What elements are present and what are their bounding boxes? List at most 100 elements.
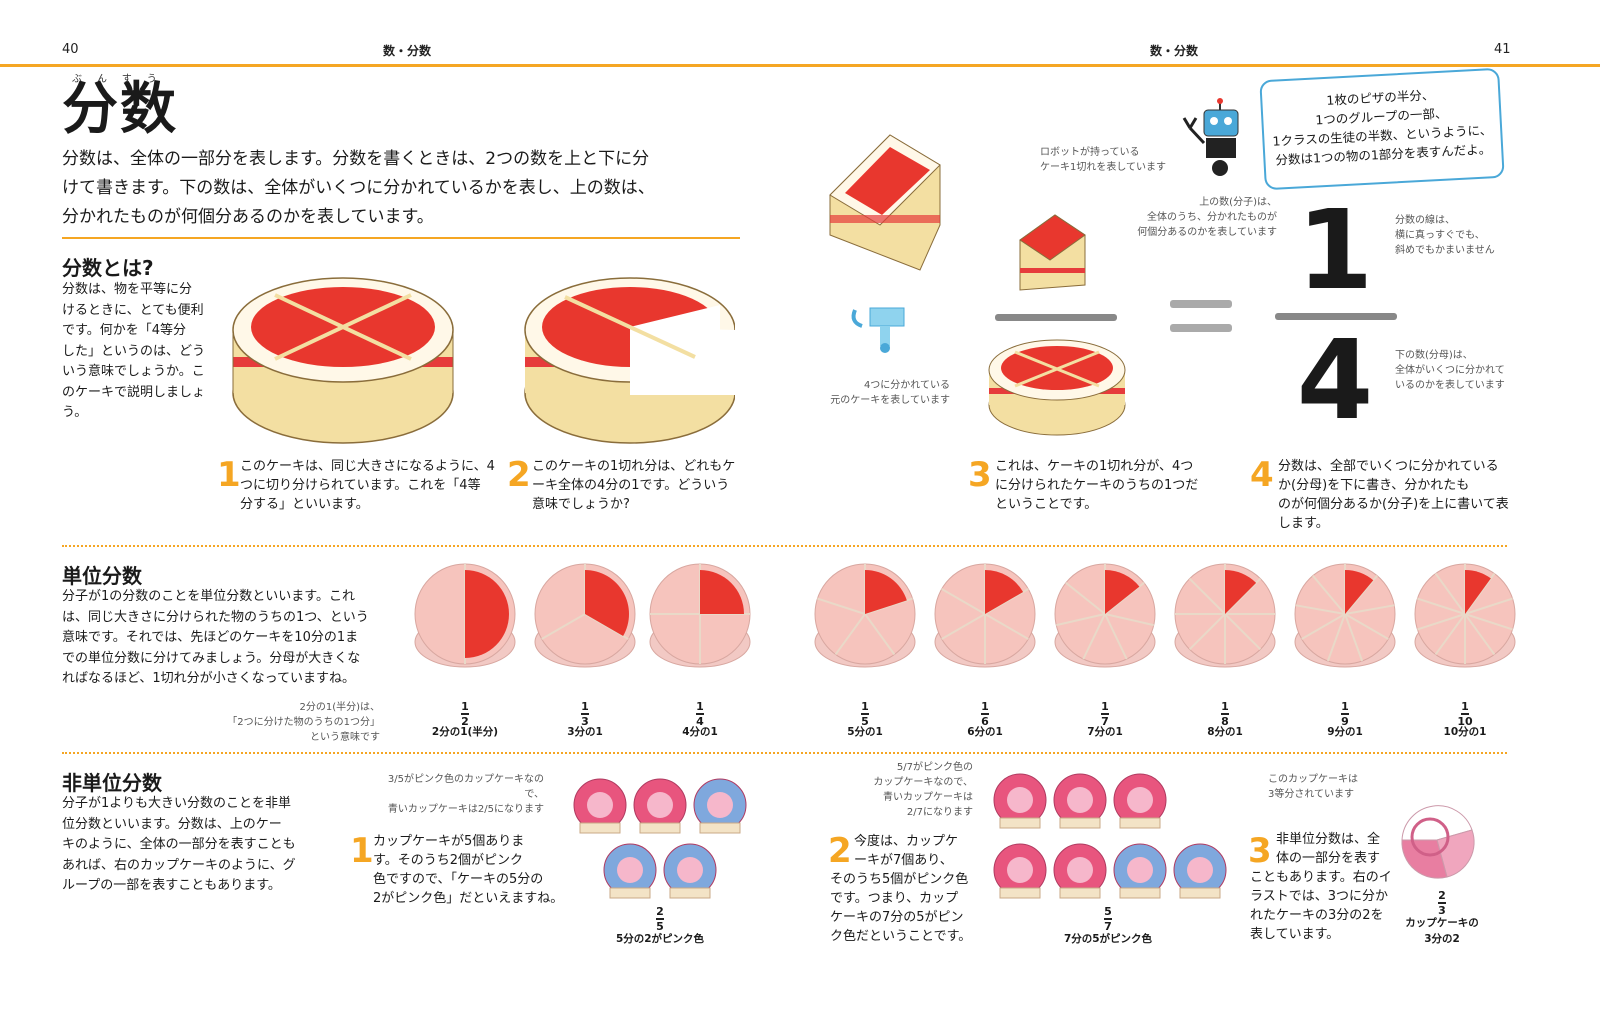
unit-body: 分子が1の分数のことを単位分数といいます。これ は、同じ大きさに分けられた物のう…	[62, 587, 382, 690]
numerator: 1	[581, 700, 589, 713]
numerator: 2	[1438, 889, 1446, 902]
denominator: 2	[461, 714, 469, 728]
robot-speech-bubble: 1枚のピザの半分、 1つのグループの一部、 1クラスの生徒の半数、というように、…	[1259, 67, 1505, 191]
step-line: こともあります。右のイ	[1250, 870, 1392, 885]
example-1-text: カップケーキが5個ありま す。そのうち2個がピンク 色ですので、「ケーキの5分の…	[373, 832, 573, 908]
equals-sign-bottom	[1170, 324, 1232, 332]
note-fraction-line: 分数の線は、 横に真っすぐでも、 斜めでもかまいません	[1395, 213, 1495, 258]
note-line: 何個分あるのかを表しています	[1137, 227, 1277, 238]
step-3-text: これは、ケーキの1切れ分が、4つ に分けられたケーキのうちの1つだ ということで…	[995, 457, 1225, 514]
blue-cupcake	[1173, 843, 1227, 899]
fraction-bar	[581, 713, 589, 715]
step-line: に分けられたケーキのうちの1つだ	[995, 478, 1199, 493]
denominator: 3	[581, 714, 589, 728]
highlighted-slice	[700, 570, 744, 614]
highlighted-slice	[1465, 570, 1491, 614]
cake-missing-slice-illustration	[524, 277, 735, 444]
equals-sign-top	[1170, 300, 1232, 308]
step-line: です。つまり、カップ	[830, 891, 959, 906]
title-ruby: ぶんすう	[72, 74, 172, 85]
unit-cake-7	[1054, 563, 1156, 668]
big-fraction-line	[1275, 313, 1397, 320]
example-1-label: 5分の2がピンク色	[615, 933, 705, 945]
highlighted-slice	[865, 570, 907, 614]
unit-fraction-label: 3分の1	[567, 726, 603, 738]
step-line: そのうち5個がピンク色	[830, 872, 969, 887]
numerator: 1	[1461, 700, 1469, 713]
step-line: 意味でしょうか?	[532, 497, 630, 512]
note-robot-slice: ロボットが持っている ケーキ1切れを表しています	[1040, 145, 1166, 175]
step-line: カップケーキが5個ありま	[373, 834, 525, 849]
note-whole-cake: 4つに分かれている 元のケーキを表しています	[830, 378, 950, 408]
what-body: 分数は、物を平等に分 けるときに、とても便利 です。何かを「4等分 した」という…	[62, 280, 212, 424]
note-line: 元のケーキを表しています	[830, 395, 950, 406]
step-line: します。	[1278, 516, 1329, 531]
text-line: での単位分数に分けてみましょう。分母が大きくな	[62, 650, 361, 666]
pink-cupcake	[633, 778, 687, 834]
big-denominator: 4	[1296, 316, 1374, 444]
numerator: 1	[1221, 700, 1229, 713]
text-line: 位分数といいます。分数は、上のケー	[62, 816, 282, 832]
step-line: ーキ全体の4分の1です。どういう	[532, 478, 730, 493]
step-line: ということです。	[995, 497, 1098, 512]
step-line: ケーキの7分の5がピン	[830, 910, 964, 925]
section-divider	[62, 237, 740, 239]
note-line: 全体のうち、分かれたものが	[1147, 212, 1277, 223]
section-header-left: 数・分数	[383, 44, 432, 58]
note-line: いるのかを表しています	[1395, 380, 1505, 391]
example-number: 3	[1248, 831, 1272, 871]
denominator: 8	[1221, 714, 1229, 728]
note-line: ロボットが持っている	[1040, 147, 1140, 158]
denominator: 4	[696, 714, 704, 728]
pink-cupcake	[993, 773, 1047, 829]
intro-line: けて書きます。下の数は、全体がいくつに分かれているかを表し、上の数は、	[62, 178, 655, 198]
unit-cake-8	[1174, 563, 1276, 668]
example-2-text-cont: そのうち5個がピンク色 です。つまり、カップ ケーキの7分の5がピン ク色だとい…	[830, 870, 980, 946]
text-line: 分子が1よりも大きい分数のことを非単	[62, 796, 292, 811]
note-line: 上の数(分子)は、	[1199, 197, 1277, 208]
big-numerator: 1	[1296, 186, 1374, 314]
step-1-text: このケーキは、同じ大きさになるように、4 つに切り分けられています。これを「4等…	[240, 457, 495, 514]
note-line: 全体がいくつに分かれて	[1395, 365, 1505, 376]
intro-paragraph: 分数は、全体の一部分を表します。分数を書くときは、2つの数を上と下に分 けて書き…	[62, 145, 742, 232]
unit-fraction-cakes	[414, 563, 1516, 668]
text-line: いう意味でしょうか。こ	[62, 364, 205, 379]
nonunit-heading: 非単位分数	[62, 771, 162, 795]
denominator: 5	[656, 919, 664, 933]
unit-fraction-label: 9分の1	[1327, 726, 1363, 738]
step-line: 非単位分数は、全	[1276, 832, 1381, 847]
numerator: 1	[981, 700, 989, 713]
fraction-bar	[861, 713, 869, 715]
unit-fraction-label: 8分の1	[1207, 726, 1243, 738]
highlighted-slice	[1345, 570, 1374, 614]
pink-cupcake	[1113, 773, 1167, 829]
step-2-text: このケーキの1切れ分は、どれもケ ーキ全体の4分の1です。どういう 意味でしょう…	[532, 457, 752, 514]
step-line: ーキが7個あり、	[854, 853, 953, 868]
pink-cupcake	[993, 843, 1047, 899]
numerator: 2	[656, 905, 664, 918]
unit-fraction-label: 10分の1	[1443, 726, 1487, 738]
fraction-bar	[461, 713, 469, 715]
step-line: れたケーキの3分の2を	[1250, 908, 1384, 923]
note-line: という意味です	[310, 732, 380, 743]
note-line: ケーキ1切れを表しています	[1040, 162, 1167, 173]
page-number-left: 40	[62, 42, 79, 57]
note-example-3: このカップケーキは 3等分されています	[1268, 772, 1358, 802]
text-line: ればなるほど、1切れ分が小さくなっていますね。	[62, 671, 355, 686]
fraction-bar	[981, 713, 989, 715]
section-divider	[62, 545, 1507, 547]
header-rule	[0, 64, 1600, 67]
step-line: このケーキは、同じ大きさになるように、4	[240, 459, 495, 474]
diagram-fraction-line-left	[995, 314, 1117, 321]
unit-fraction-label: 6分の1	[967, 726, 1003, 738]
blue-cupcake	[1113, 843, 1167, 899]
step-line: 体の一部分を表す	[1276, 851, 1381, 866]
unit-cake-4	[649, 563, 751, 668]
robot-arm-icon	[851, 307, 905, 353]
